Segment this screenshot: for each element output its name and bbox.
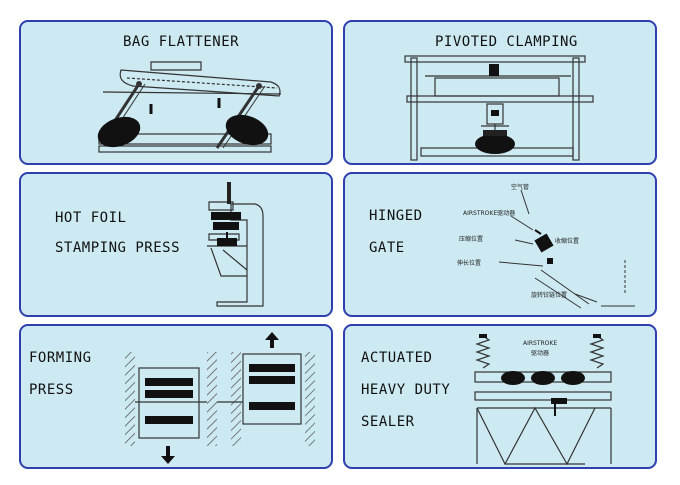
- panel-bag-flattener: BAG FLATTENER: [19, 20, 333, 165]
- panel-title-line1: ACTUATED: [361, 350, 433, 366]
- panel-title-line2: GATE: [369, 240, 405, 256]
- panel-forming-press: FORMING PRESS: [19, 324, 333, 469]
- label-extended: 伸长位置: [457, 260, 482, 267]
- panel-title-line3: SEALER: [361, 414, 415, 430]
- panel-title: PIVOTED CLAMPING: [435, 34, 578, 50]
- label-hinge: 旋转铰链位置: [531, 292, 568, 299]
- label-air-tube: 空气管: [511, 184, 530, 191]
- label-airstroke: AIRSTROKE: [523, 340, 558, 347]
- bag-flattener-diagram: [97, 61, 282, 153]
- label-retracted: 收缩位置: [555, 238, 580, 245]
- panel-heavy-duty-sealer: ACTUATED HEAVY DUTY SEALER AIRSTROKE 驱动器: [343, 324, 657, 469]
- panel-pivoted-clamping: PIVOTED CLAMPING: [343, 20, 657, 165]
- panel-title-line1: FORMING: [29, 350, 92, 366]
- panel-title: BAG FLATTENER: [123, 34, 240, 50]
- panel-title-line2: PRESS: [29, 382, 74, 398]
- panel-title-line2: HEAVY DUTY: [361, 382, 451, 398]
- label-actuator: 驱动器: [531, 350, 550, 357]
- forming-press-diagram: [125, 332, 315, 464]
- pivoted-clamping-diagram: [404, 55, 594, 161]
- panel-title-line1: HINGED: [369, 208, 423, 224]
- label-airstroke-actuator: AIRSTROKE驱动器: [463, 210, 516, 217]
- panel-title-line2: STAMPING PRESS: [55, 240, 181, 256]
- hinged-gate-diagram: [498, 189, 635, 309]
- sealer-diagram: [474, 334, 612, 466]
- panel-hot-foil: HOT FOIL STAMPING PRESS: [19, 172, 333, 317]
- panel-hinged-gate: HINGED GATE 空气管 AIRSTROKE驱动器 收缩位置 压缩位置 伸…: [343, 172, 657, 317]
- label-compressed: 压缩位置: [459, 236, 484, 243]
- hot-foil-diagram: [207, 182, 264, 307]
- panel-title-line1: HOT FOIL: [55, 210, 127, 226]
